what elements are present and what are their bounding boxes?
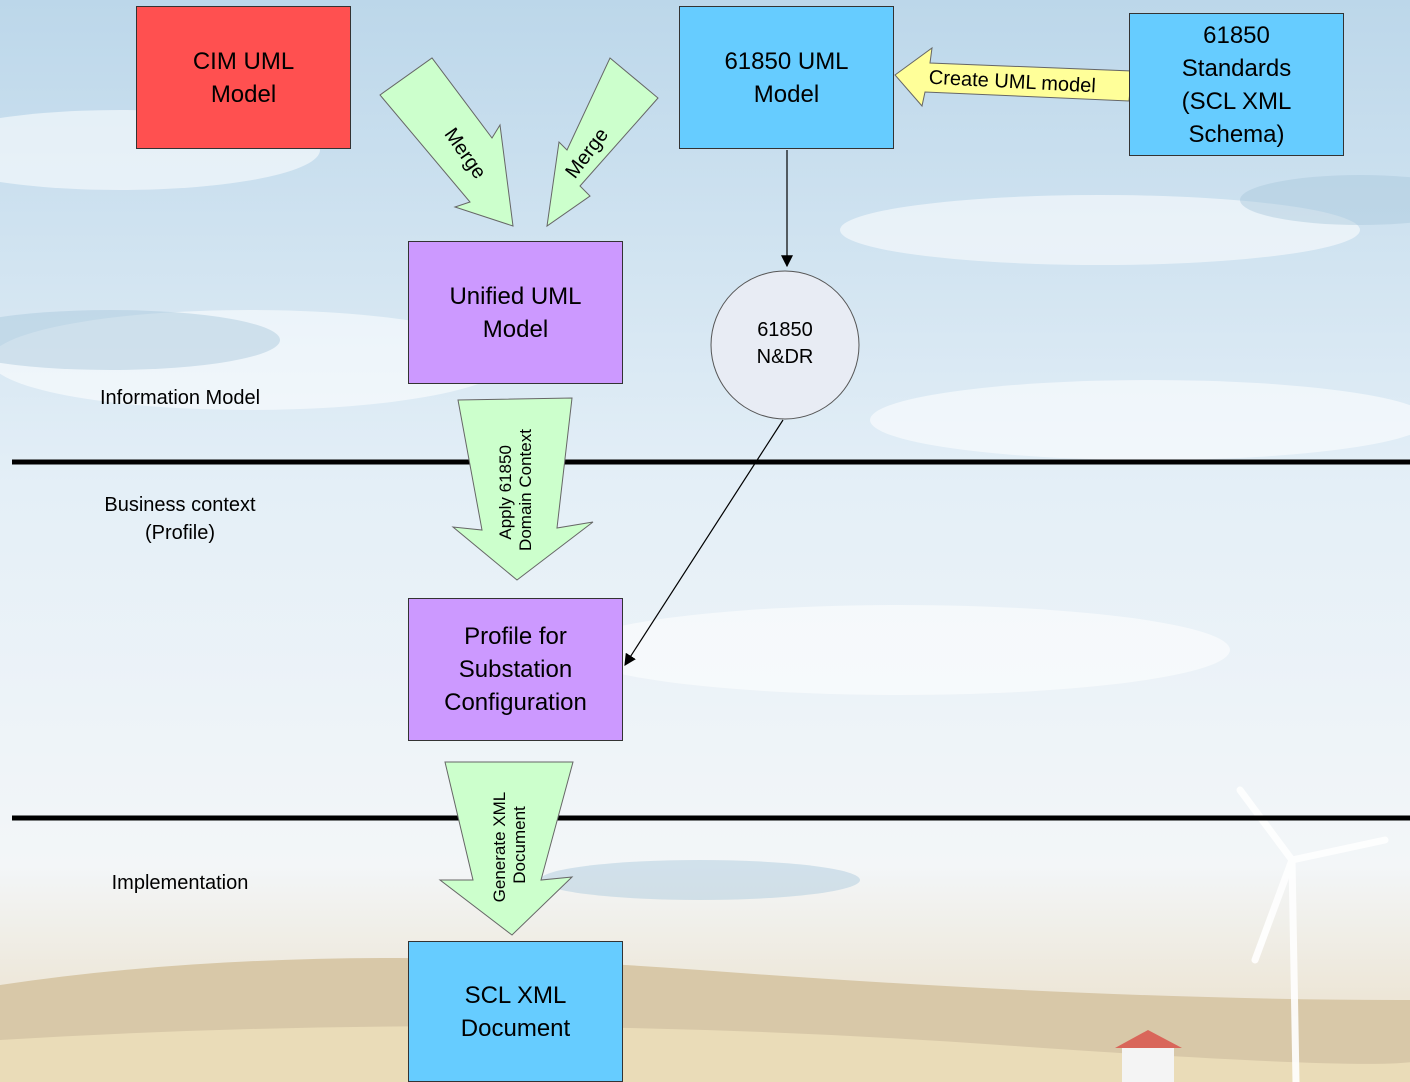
wind-turbine-icon — [1236, 786, 1389, 1082]
scl-xml-document-box: SCL XML Document — [408, 941, 623, 1082]
apply-domain-context-arrow: Apply 61850 Domain Context — [451, 397, 594, 581]
apply-domain-context-line2: Domain Context — [516, 429, 535, 551]
cim-uml-model-box: CIM UML Model — [136, 6, 351, 149]
merge-arrow-right: Merge — [546, 57, 659, 228]
cloud-shapes — [0, 110, 1410, 695]
unified-uml-model-box: Unified UML Model — [408, 241, 623, 384]
create-uml-model-arrow: Create UML model — [894, 46, 1133, 108]
ground-foreground — [0, 1026, 1410, 1082]
uml-61850-model-label: 61850 UML Model — [724, 47, 849, 108]
generate-xml-line2: Document — [510, 806, 529, 884]
ndr-circle — [710, 270, 860, 420]
uml-61850-model-box: 61850 UML Model — [679, 6, 894, 149]
scl-xml-document-label: SCL XML Document — [460, 981, 571, 1042]
layer-implementation: Implementation — [111, 872, 249, 894]
connector-ndr-to-profile — [624, 419, 784, 667]
ndr-label: 61850 N&DR — [756, 319, 814, 368]
merge-arrow-left: Merge — [379, 57, 514, 227]
layer-information-model: Information Model — [99, 387, 261, 409]
house-icon — [1115, 1030, 1182, 1082]
cim-uml-model-label: CIM UML Model — [192, 47, 295, 108]
standards-61850-box: 61850 Standards (SCL XML Schema) — [1129, 13, 1344, 156]
standards-61850-label: 61850 Standards (SCL XML Schema) — [1181, 21, 1292, 148]
cloud-shadows — [0, 175, 1410, 900]
apply-domain-context-line1: Apply 61850 — [496, 445, 515, 540]
svg-text:Generate XML Document: Generate XML Document — [490, 788, 529, 903]
svg-text:Apply 61850 Domain Conte: Apply 61850 Domain Context — [496, 429, 535, 551]
unified-uml-model-label: Unified UML Model — [449, 282, 582, 343]
profile-substation-label: Profile for Substation Configuration — [444, 623, 587, 716]
generate-xml-line1: Generate XML — [490, 792, 509, 902]
generate-xml-arrow: Generate XML Document — [438, 761, 574, 936]
profile-substation-box: Profile for Substation Configuration — [408, 598, 623, 741]
layer-business-context: Business context (Profile) — [104, 494, 256, 544]
